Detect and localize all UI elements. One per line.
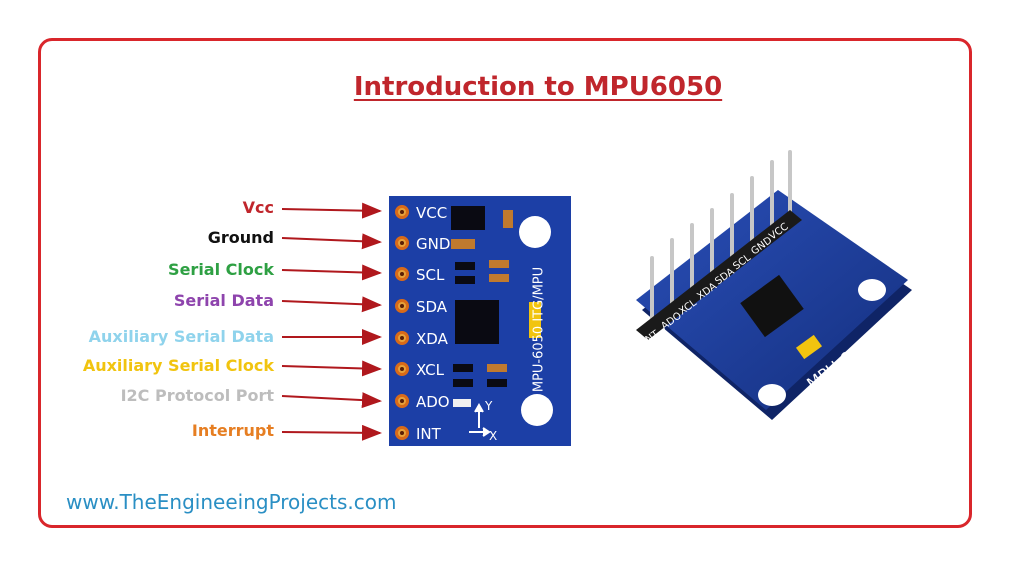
regulator [451,206,485,230]
pin-xcl [395,362,409,376]
board-vertical-text: MPU-6050 ITG/MPU [524,240,547,420]
label-vcc: Vcc [242,198,274,217]
pin-int [395,426,409,440]
capacitor [529,302,541,338]
component [455,276,475,284]
website-url: www.TheEngineeingProjects.com [66,490,397,514]
pin-labels: Vcc Ground Serial Clock Serial Data Auxi… [60,0,274,578]
pin-gnd [395,236,409,250]
label-serial-clock: Serial Clock [168,260,274,279]
main-chip [455,300,499,344]
arrow-int [281,424,382,441]
axis-x-label: X [489,429,497,443]
axis-y-label: Y [484,399,493,413]
component [453,364,473,372]
component [503,210,513,228]
pin-label-scl: SCL [416,266,445,284]
pin-label-xda: XDA [416,330,448,348]
mpu6050-photo: VCC GND SCL SDA XDA XCL ADO INT MPU-6050 [636,150,912,420]
label-interrupt: Interrupt [191,421,274,440]
label-aux-serial-clock: Auxiliary Serial Clock [82,356,274,375]
pin-label-int: INT [416,425,441,443]
pin-label-gnd: GND [416,235,451,253]
axis-indicator-icon: X Y [469,399,497,443]
label-i2c-port: I2C Protocol Port [120,386,274,405]
component [453,379,473,387]
arrow-ado [281,392,382,409]
component [487,364,507,372]
label-ground: Ground [207,228,274,247]
component [455,262,475,270]
pin-xda [395,331,409,345]
pin-vcc [395,205,409,219]
label-aux-serial-data: Auxiliary Serial Data [88,327,274,346]
pin-ado [395,394,409,408]
pin-sda [395,299,409,313]
mpu6050-board: VCC GND SCL SDA XDA XCL ADO INT X Y [389,196,571,446]
mount-hole-top [519,216,551,248]
component [489,260,509,268]
pin-scl [395,267,409,281]
board-text: MPU-6050 ITG/MPU [531,266,547,393]
arrow-scl [281,264,382,281]
arrow-vcc [281,202,382,219]
pin-label-sda: SDA [416,298,448,316]
component [453,399,471,407]
mount-hole-bottom [521,394,553,426]
arrow-xcl [281,360,382,377]
component [489,274,509,282]
page-title: Introduction to MPU6050 [353,72,723,102]
arrow-sda [281,296,382,313]
pin-label-xcl: XCL [416,361,445,379]
component [487,379,507,387]
arrow-ground [281,233,382,250]
component [451,239,475,249]
pin-label-vcc: VCC [416,204,448,222]
label-serial-data: Serial Data [173,291,274,310]
pin-label-ado: ADO [416,393,450,411]
